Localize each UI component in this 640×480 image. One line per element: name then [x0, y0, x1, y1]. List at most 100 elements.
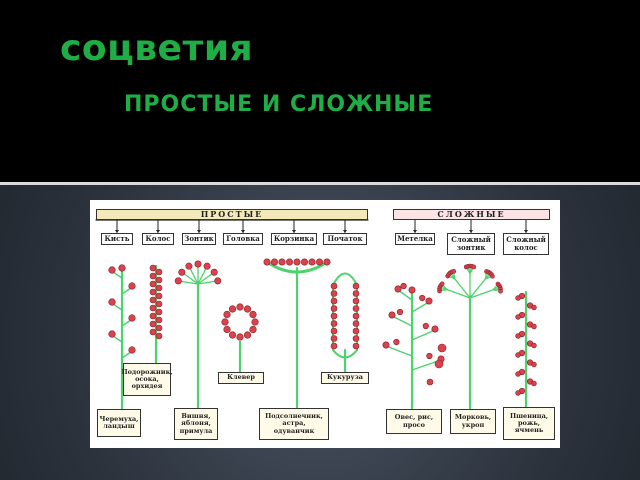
panicle-flower — [394, 285, 402, 293]
compound-spike-flower — [515, 352, 521, 358]
example-wheat: Пшеница, рожь, ячмень — [503, 407, 555, 440]
compound-spike-flower — [531, 342, 537, 349]
stem — [454, 278, 471, 299]
stem — [121, 351, 132, 359]
spike-flower — [149, 304, 157, 312]
spike-flower — [149, 288, 157, 296]
arrow-head — [115, 230, 119, 233]
umbel-flower — [185, 262, 193, 270]
spike-flower — [149, 272, 157, 280]
spike-flower — [155, 268, 163, 276]
capitulum-flower — [278, 258, 286, 266]
spadix-flower — [352, 335, 360, 342]
compound-spike-flower — [531, 380, 537, 387]
compound-spike-flower — [515, 333, 521, 339]
example-corn: Кукуруза — [321, 372, 369, 384]
compound-umbel-flower — [490, 273, 495, 279]
slide-title: соцветия — [60, 28, 254, 69]
capitulum-flower — [323, 258, 331, 266]
panicle-flower — [422, 322, 429, 330]
slide-subtitle: ПРОСТЫЕ И СЛОЖНЫЕ — [124, 92, 434, 117]
umbel-flower — [214, 277, 222, 285]
head-flower — [251, 318, 259, 326]
panicle-flower — [400, 282, 407, 290]
stem — [411, 329, 436, 341]
spike-flower — [155, 292, 163, 300]
spadix-flower — [352, 327, 360, 335]
simple-header: ПРОСТЫЕ — [96, 209, 368, 220]
stem — [112, 271, 123, 279]
raceme-flower — [108, 330, 116, 338]
panicle-flower — [419, 294, 426, 302]
capitulum-receptacle — [266, 260, 328, 274]
type-spadix: Початок — [323, 233, 367, 245]
example-sunflower: Подсолнечник, астра, одуванчик — [259, 408, 329, 440]
spike-flower — [155, 324, 163, 332]
type-panicle: Метелка — [395, 233, 435, 245]
head-flower — [236, 333, 244, 341]
umbel-flower — [210, 268, 218, 276]
raceme-flower — [128, 346, 136, 354]
capitulum-flower — [301, 258, 309, 266]
spadix-flower — [330, 342, 338, 350]
spadix-flower — [352, 320, 360, 327]
type-compound-spike: Сложный колос — [503, 233, 549, 255]
spike-flower — [155, 284, 163, 292]
head-flower — [249, 310, 257, 319]
panicle-flower — [396, 308, 404, 316]
spadix-flower — [352, 290, 360, 297]
spike-flower — [149, 280, 157, 288]
spadix-flower — [352, 342, 360, 350]
type-capitulum: Корзинка — [271, 233, 317, 245]
head-flower — [228, 331, 237, 339]
compound-spike-flower — [515, 314, 521, 320]
raceme-flower — [128, 282, 136, 290]
spike-flower — [155, 316, 163, 324]
spadix-flower — [330, 305, 338, 312]
head-flower — [223, 325, 231, 334]
arrow-head — [524, 230, 528, 233]
raceme-flower — [118, 264, 126, 272]
example-clover: Клевер — [218, 372, 264, 384]
spike-flower — [149, 312, 157, 320]
umbel-flower — [174, 277, 182, 285]
example-bird-cherry: Черемуха, ландыш — [97, 409, 141, 437]
inflorescence-diagram: ПРОСТЫЕ СЛОЖНЫЕ Кисть Колос Зонтик Голов… — [90, 200, 560, 448]
panicle-flower — [431, 325, 439, 333]
stem — [112, 335, 123, 343]
spike-flower — [149, 264, 157, 272]
spadix-flower — [330, 290, 338, 297]
spadix-flower — [352, 282, 360, 290]
arrow-head — [156, 230, 160, 233]
capitulum-flower — [308, 258, 316, 266]
compound-spike-flower — [531, 323, 537, 330]
stem — [469, 289, 494, 299]
umbel-flower — [203, 262, 211, 270]
capitulum-flower — [271, 258, 279, 266]
spadix-flower — [352, 312, 360, 320]
compound-umbel-flower — [439, 281, 445, 287]
capitulum-flower — [286, 258, 294, 266]
spadix-flower — [352, 305, 360, 312]
arrow-head — [197, 230, 201, 233]
arrow-head — [343, 230, 347, 233]
head-flower — [223, 310, 231, 319]
stem — [397, 289, 413, 301]
stem — [121, 319, 132, 327]
stem — [391, 315, 413, 327]
spike-flower — [155, 300, 163, 308]
compound-spike-flower — [515, 390, 521, 396]
compound-spike-flower — [531, 304, 537, 311]
complex-header: СЛОЖНЫЕ — [393, 209, 550, 220]
type-raceme: Кисть — [101, 233, 133, 245]
spadix-flower — [330, 320, 338, 327]
spike-flower — [149, 296, 157, 304]
arrow-head — [292, 230, 296, 233]
head-flower — [221, 318, 229, 326]
panicle-flower — [434, 359, 444, 369]
umbel-flower — [178, 268, 186, 276]
example-oats: Овес, рис, просо — [386, 409, 442, 434]
raceme-flower — [108, 266, 116, 274]
head-flower — [249, 325, 257, 334]
panicle-flower — [382, 341, 390, 349]
